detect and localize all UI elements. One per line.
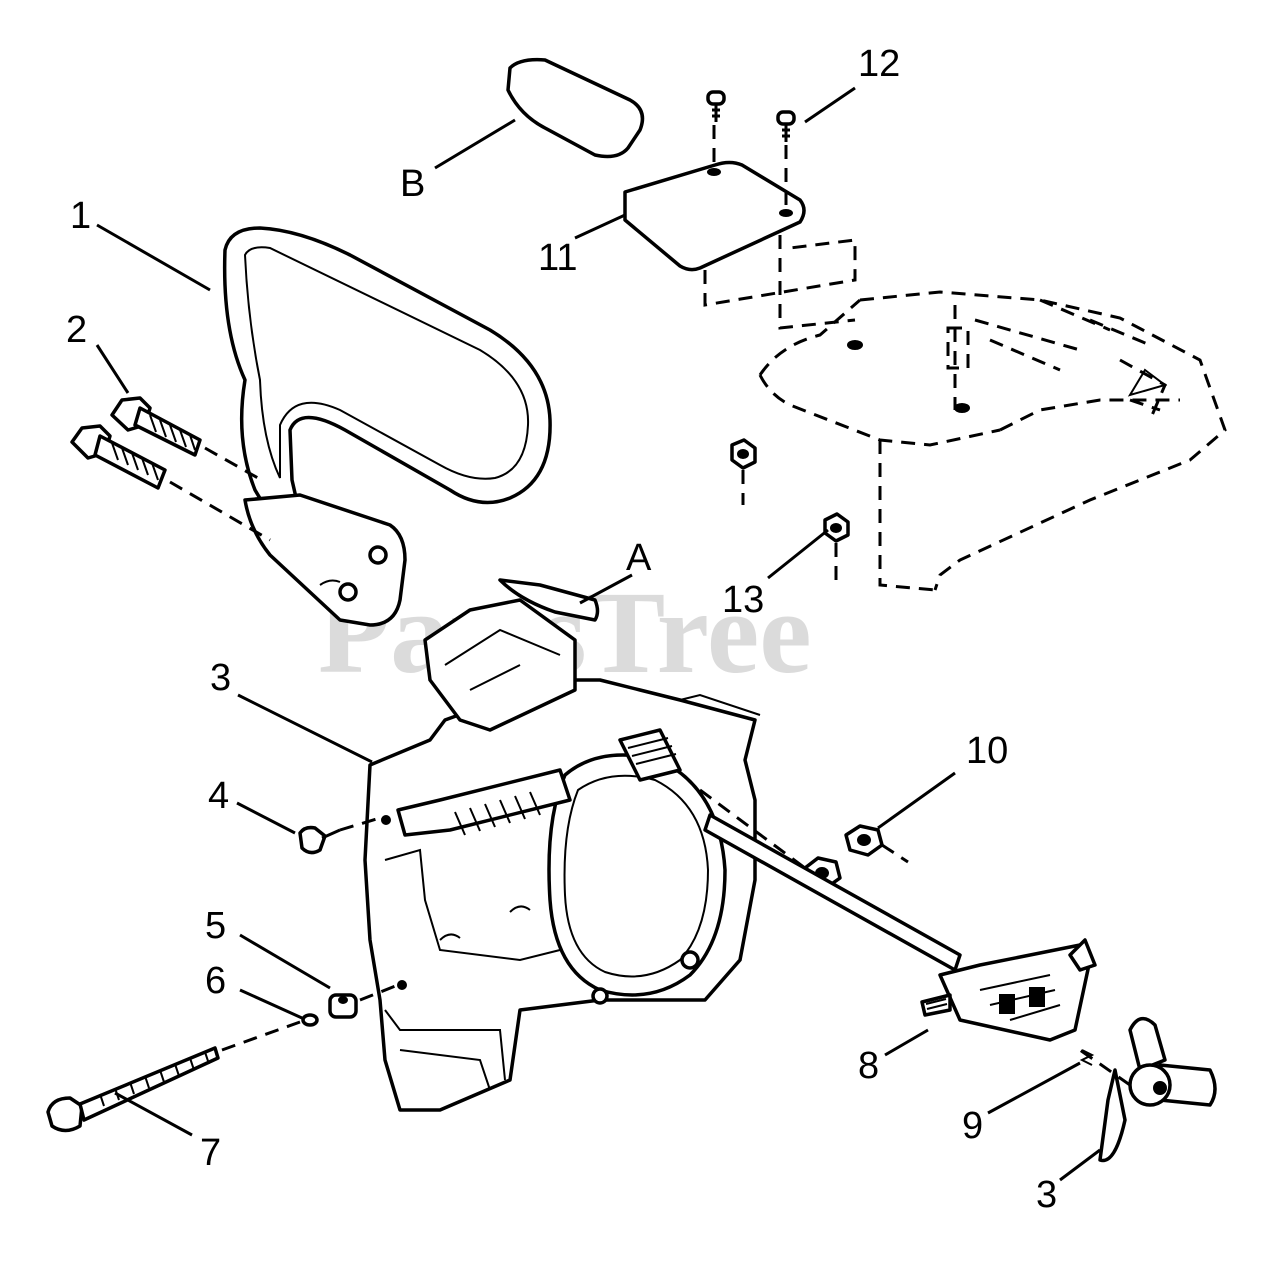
callout-3-wing-nut: 3 xyxy=(1036,1174,1057,1216)
washer-6 xyxy=(301,1013,319,1027)
nut-10-front xyxy=(844,824,884,857)
callout-10: 10 xyxy=(966,730,1008,772)
callout-4: 4 xyxy=(208,775,229,817)
adjusting-screw-7 xyxy=(46,1020,301,1133)
callout-6: 6 xyxy=(205,960,226,1002)
callout-9: 9 xyxy=(962,1105,983,1147)
ferrule-5 xyxy=(328,983,399,1019)
bolt-upper xyxy=(110,396,259,480)
screw-4 xyxy=(298,816,381,855)
callout-a: A xyxy=(626,537,652,579)
cover-plate xyxy=(623,160,806,272)
brake-lever xyxy=(703,813,1097,1042)
callout-7: 7 xyxy=(200,1132,221,1174)
callout-12: 12 xyxy=(858,43,900,85)
callout-8: 8 xyxy=(858,1045,879,1087)
nut-upper xyxy=(730,438,757,505)
callout-labels: 1 2 3 4 5 6 7 8 9 10 11 12 13 A B 3 xyxy=(66,43,1057,1216)
callout-2: 2 xyxy=(66,309,87,351)
spring-9 xyxy=(1079,1049,1095,1066)
bolt-lower xyxy=(70,424,271,542)
callout-11: 11 xyxy=(538,237,577,279)
screw-left xyxy=(706,90,726,176)
leader-lines xyxy=(95,86,1101,1182)
callout-5: 5 xyxy=(205,905,226,947)
screw-right xyxy=(776,110,796,217)
engine-cover-dashed xyxy=(703,235,1227,592)
decal-b xyxy=(506,57,645,159)
callout-1: 1 xyxy=(70,195,91,237)
callout-b: B xyxy=(400,163,425,205)
callout-3-housing: 3 xyxy=(210,657,231,699)
front-handle xyxy=(222,226,552,627)
chain-brake-housing xyxy=(363,598,761,1112)
wing-nut xyxy=(1079,1016,1217,1163)
decal-a xyxy=(498,578,600,622)
callout-13: 13 xyxy=(722,579,764,621)
nut-lower xyxy=(823,512,850,580)
